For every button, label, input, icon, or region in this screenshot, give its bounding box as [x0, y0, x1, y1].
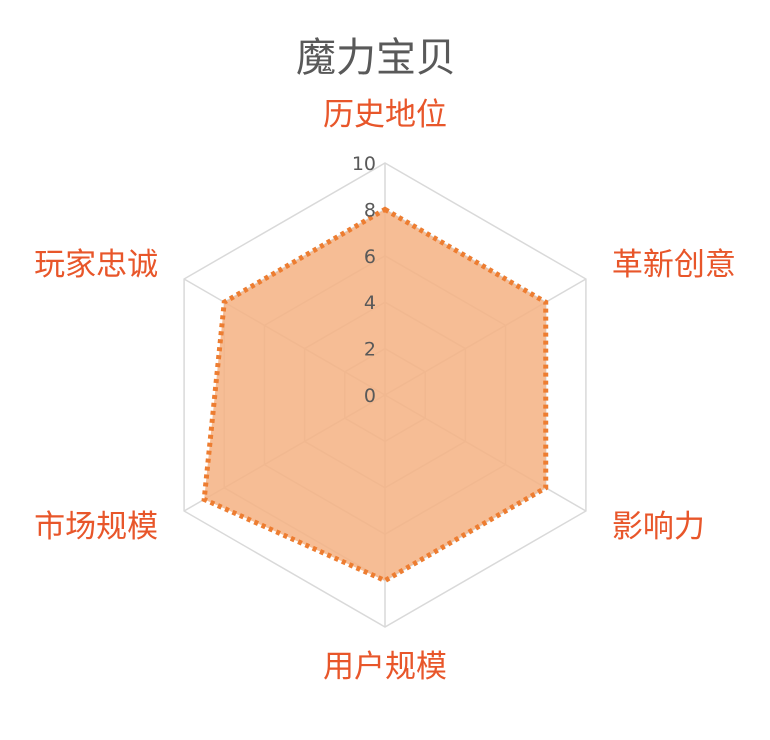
- tick-label: 8: [364, 199, 376, 221]
- category-label: 影响力: [612, 509, 705, 545]
- chart-title: 魔力宝贝: [296, 35, 456, 81]
- series-area: [201, 206, 549, 584]
- tick-label: 2: [364, 339, 376, 361]
- category-label: 革新创意: [612, 247, 736, 283]
- category-label: 用户规模: [323, 649, 447, 685]
- category-label: 历史地位: [323, 97, 447, 133]
- tick-label: 4: [364, 292, 376, 314]
- radial-tick-labels: 0 2 4 6 8 10: [352, 153, 376, 407]
- radar-series: [201, 206, 549, 584]
- tick-label: 10: [352, 153, 376, 175]
- category-label: 市场规模: [34, 509, 158, 545]
- category-label: 玩家忠诚: [34, 247, 158, 283]
- tick-label: 0: [364, 385, 376, 407]
- tick-label: 6: [364, 246, 376, 268]
